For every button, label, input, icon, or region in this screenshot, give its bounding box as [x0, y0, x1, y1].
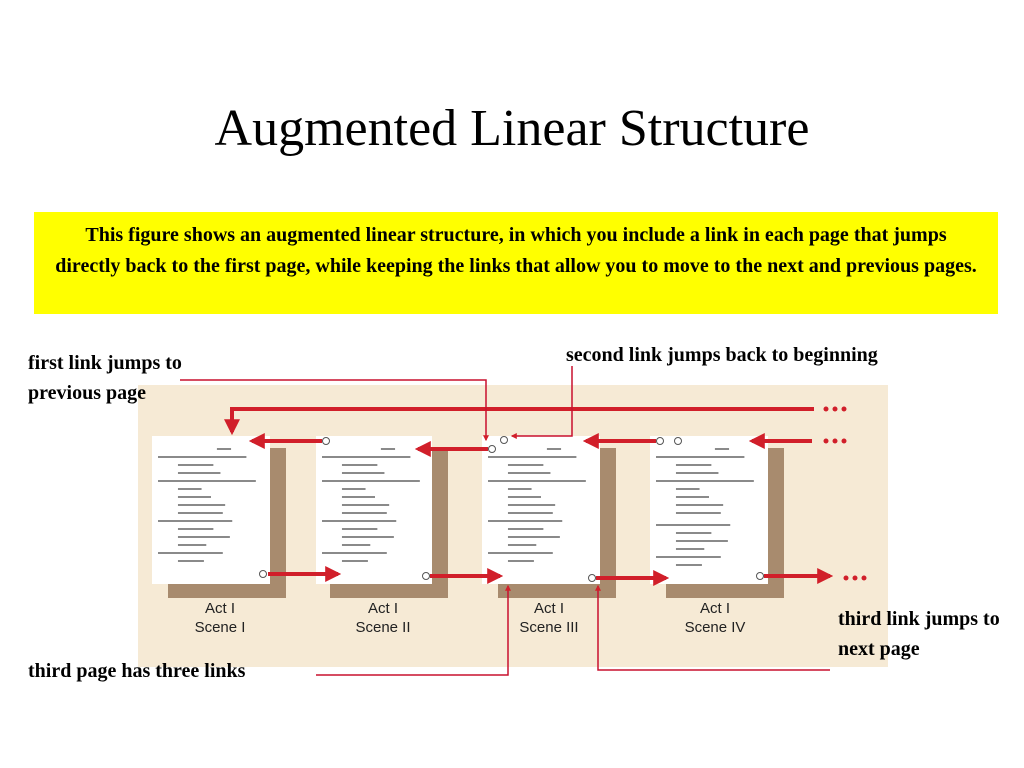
page-line	[161, 456, 247, 458]
page-line	[177, 560, 204, 562]
page-line	[675, 540, 728, 542]
page-line	[491, 552, 553, 554]
page-4-scene: Scene IV	[685, 619, 746, 636]
page-line	[341, 464, 378, 466]
page-line	[177, 488, 202, 490]
page-line	[675, 564, 702, 566]
previous-page-arrows	[248, 433, 812, 457]
page-line	[675, 548, 705, 550]
page-line	[161, 552, 223, 554]
page-line	[161, 520, 233, 522]
page-line	[341, 488, 366, 490]
page-2-act: Act I	[368, 600, 398, 617]
page-3-scene: Scene III	[519, 619, 578, 636]
page-line	[177, 464, 214, 466]
continuation-dots-next	[843, 575, 867, 581]
page-line	[177, 496, 211, 498]
page-shelves	[168, 448, 784, 598]
page-line	[216, 448, 232, 450]
page-line	[491, 520, 563, 522]
page-line	[546, 448, 562, 450]
page-line	[675, 504, 724, 506]
page-line	[507, 560, 534, 562]
page-3	[482, 436, 600, 584]
callout-first-link: first link jumps to previous page	[28, 352, 182, 404]
page-line	[177, 536, 230, 538]
page-line	[507, 488, 532, 490]
callout-third-page: third page has three links	[28, 660, 246, 682]
third-page-leader	[316, 584, 511, 676]
page-line	[341, 528, 378, 530]
page-line	[325, 480, 420, 482]
page-line	[714, 448, 730, 450]
page-line	[325, 520, 397, 522]
slide-title: Augmented Linear Structure	[214, 100, 810, 157]
page-line	[177, 528, 214, 530]
page-line	[341, 504, 390, 506]
page-4	[650, 436, 768, 584]
page-line	[507, 504, 556, 506]
link-anchor-icons	[259, 436, 764, 582]
page-line	[507, 536, 560, 538]
page-line	[341, 536, 394, 538]
page-line	[675, 464, 712, 466]
page-line	[675, 532, 712, 534]
page-line	[325, 456, 411, 458]
first-link-leader	[180, 379, 489, 442]
page-line	[341, 472, 385, 474]
page-line	[491, 456, 577, 458]
page-line	[507, 512, 553, 514]
page-line	[675, 512, 721, 514]
page-line	[491, 480, 586, 482]
page-line	[380, 448, 396, 450]
page-line	[507, 472, 551, 474]
page-text-lines	[158, 448, 754, 566]
continuation-dots-previous	[823, 438, 847, 444]
page-1-act: Act I	[205, 600, 235, 617]
page-line	[659, 480, 754, 482]
description-box: This figure shows an augmented linear st…	[34, 212, 998, 314]
next-page-arrows	[268, 566, 834, 586]
third-link-leader	[595, 584, 830, 671]
page-line	[675, 496, 709, 498]
page-3-act: Act I	[534, 600, 564, 617]
page-line	[177, 472, 221, 474]
page-line	[325, 552, 387, 554]
page-line	[507, 496, 541, 498]
page-2	[316, 436, 432, 584]
page-line	[659, 556, 721, 558]
callout-third-link: third link jumps to next page	[838, 608, 1000, 660]
page-line	[341, 496, 375, 498]
page-line	[507, 528, 544, 530]
page-line	[177, 512, 223, 514]
callout-second-link: second link jumps back to beginning	[566, 344, 878, 366]
page-line	[507, 464, 544, 466]
page-line	[177, 544, 207, 546]
page-line	[675, 488, 700, 490]
callout-leader-lines	[180, 366, 830, 676]
page-line	[675, 472, 719, 474]
continuation-dots-top	[823, 406, 847, 412]
page-line	[507, 544, 537, 546]
page-4-act: Act I	[700, 600, 730, 617]
page-line	[177, 504, 226, 506]
page-2-scene: Scene II	[355, 619, 410, 636]
page-line	[341, 560, 368, 562]
page-1	[152, 436, 270, 584]
page-1-scene: Scene I	[195, 619, 246, 636]
second-link-leader	[510, 366, 573, 439]
jump-to-beginning-arrow	[224, 407, 814, 436]
page-line	[341, 512, 387, 514]
page-line	[659, 456, 745, 458]
page-line	[659, 524, 731, 526]
page-line	[341, 544, 371, 546]
page-line	[161, 480, 256, 482]
